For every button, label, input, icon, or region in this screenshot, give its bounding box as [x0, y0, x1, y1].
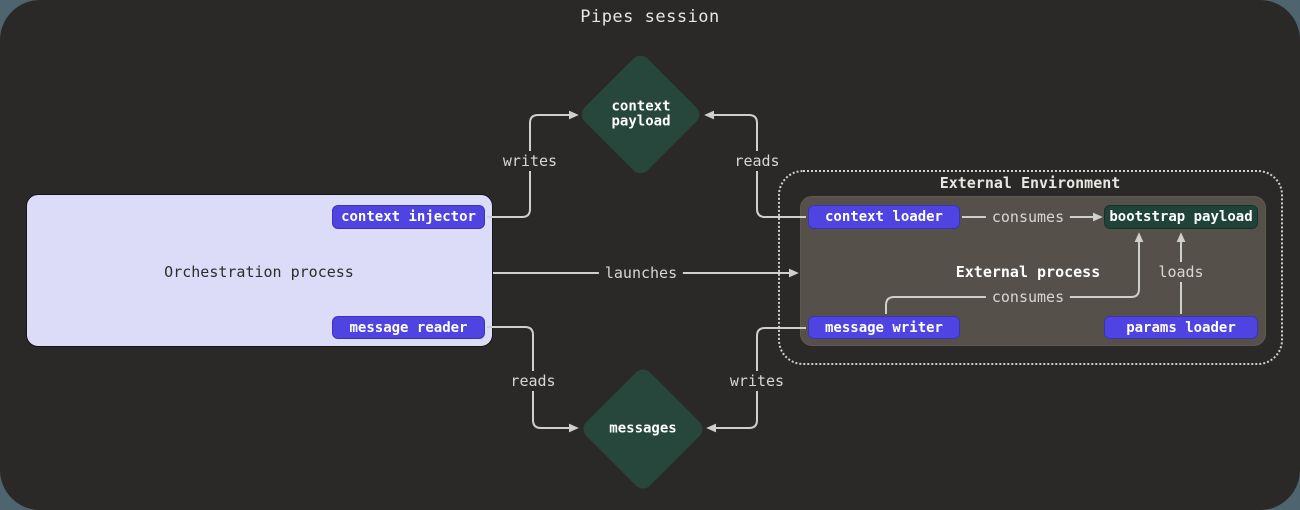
context-injector-node[interactable]: context injector [332, 205, 485, 229]
edge-label-writes-top: writes [496, 151, 564, 171]
orchestration-process-label: Orchestration process [164, 263, 354, 281]
params-loader-node[interactable]: params loader [1104, 316, 1258, 339]
external-process-label: External process [955, 263, 1101, 281]
edge-label-loads: loads [1152, 262, 1210, 282]
edge-label-reads-bottom: reads [504, 371, 562, 391]
edge-label-writes-bottom: writes [723, 371, 791, 391]
context-loader-node[interactable]: context loader [808, 205, 960, 229]
message-writer-node[interactable]: message writer [808, 316, 960, 339]
message-reader-node[interactable]: message reader [332, 316, 485, 339]
edge-label-reads-top: reads [728, 151, 786, 171]
diagram-title: Pipes session [580, 7, 720, 27]
external-environment-box [778, 170, 1283, 365]
edge-label-consumes-bottom: consumes [985, 287, 1071, 307]
edge-label-launches: launches [598, 263, 684, 283]
context-payload-label: context payload [611, 98, 671, 130]
bootstrap-payload-node[interactable]: bootstrap payload [1104, 205, 1258, 229]
edge-label-consumes-top: consumes [985, 207, 1071, 227]
messages-label: messages [609, 420, 677, 437]
external-environment-label: External Environment [939, 174, 1121, 192]
